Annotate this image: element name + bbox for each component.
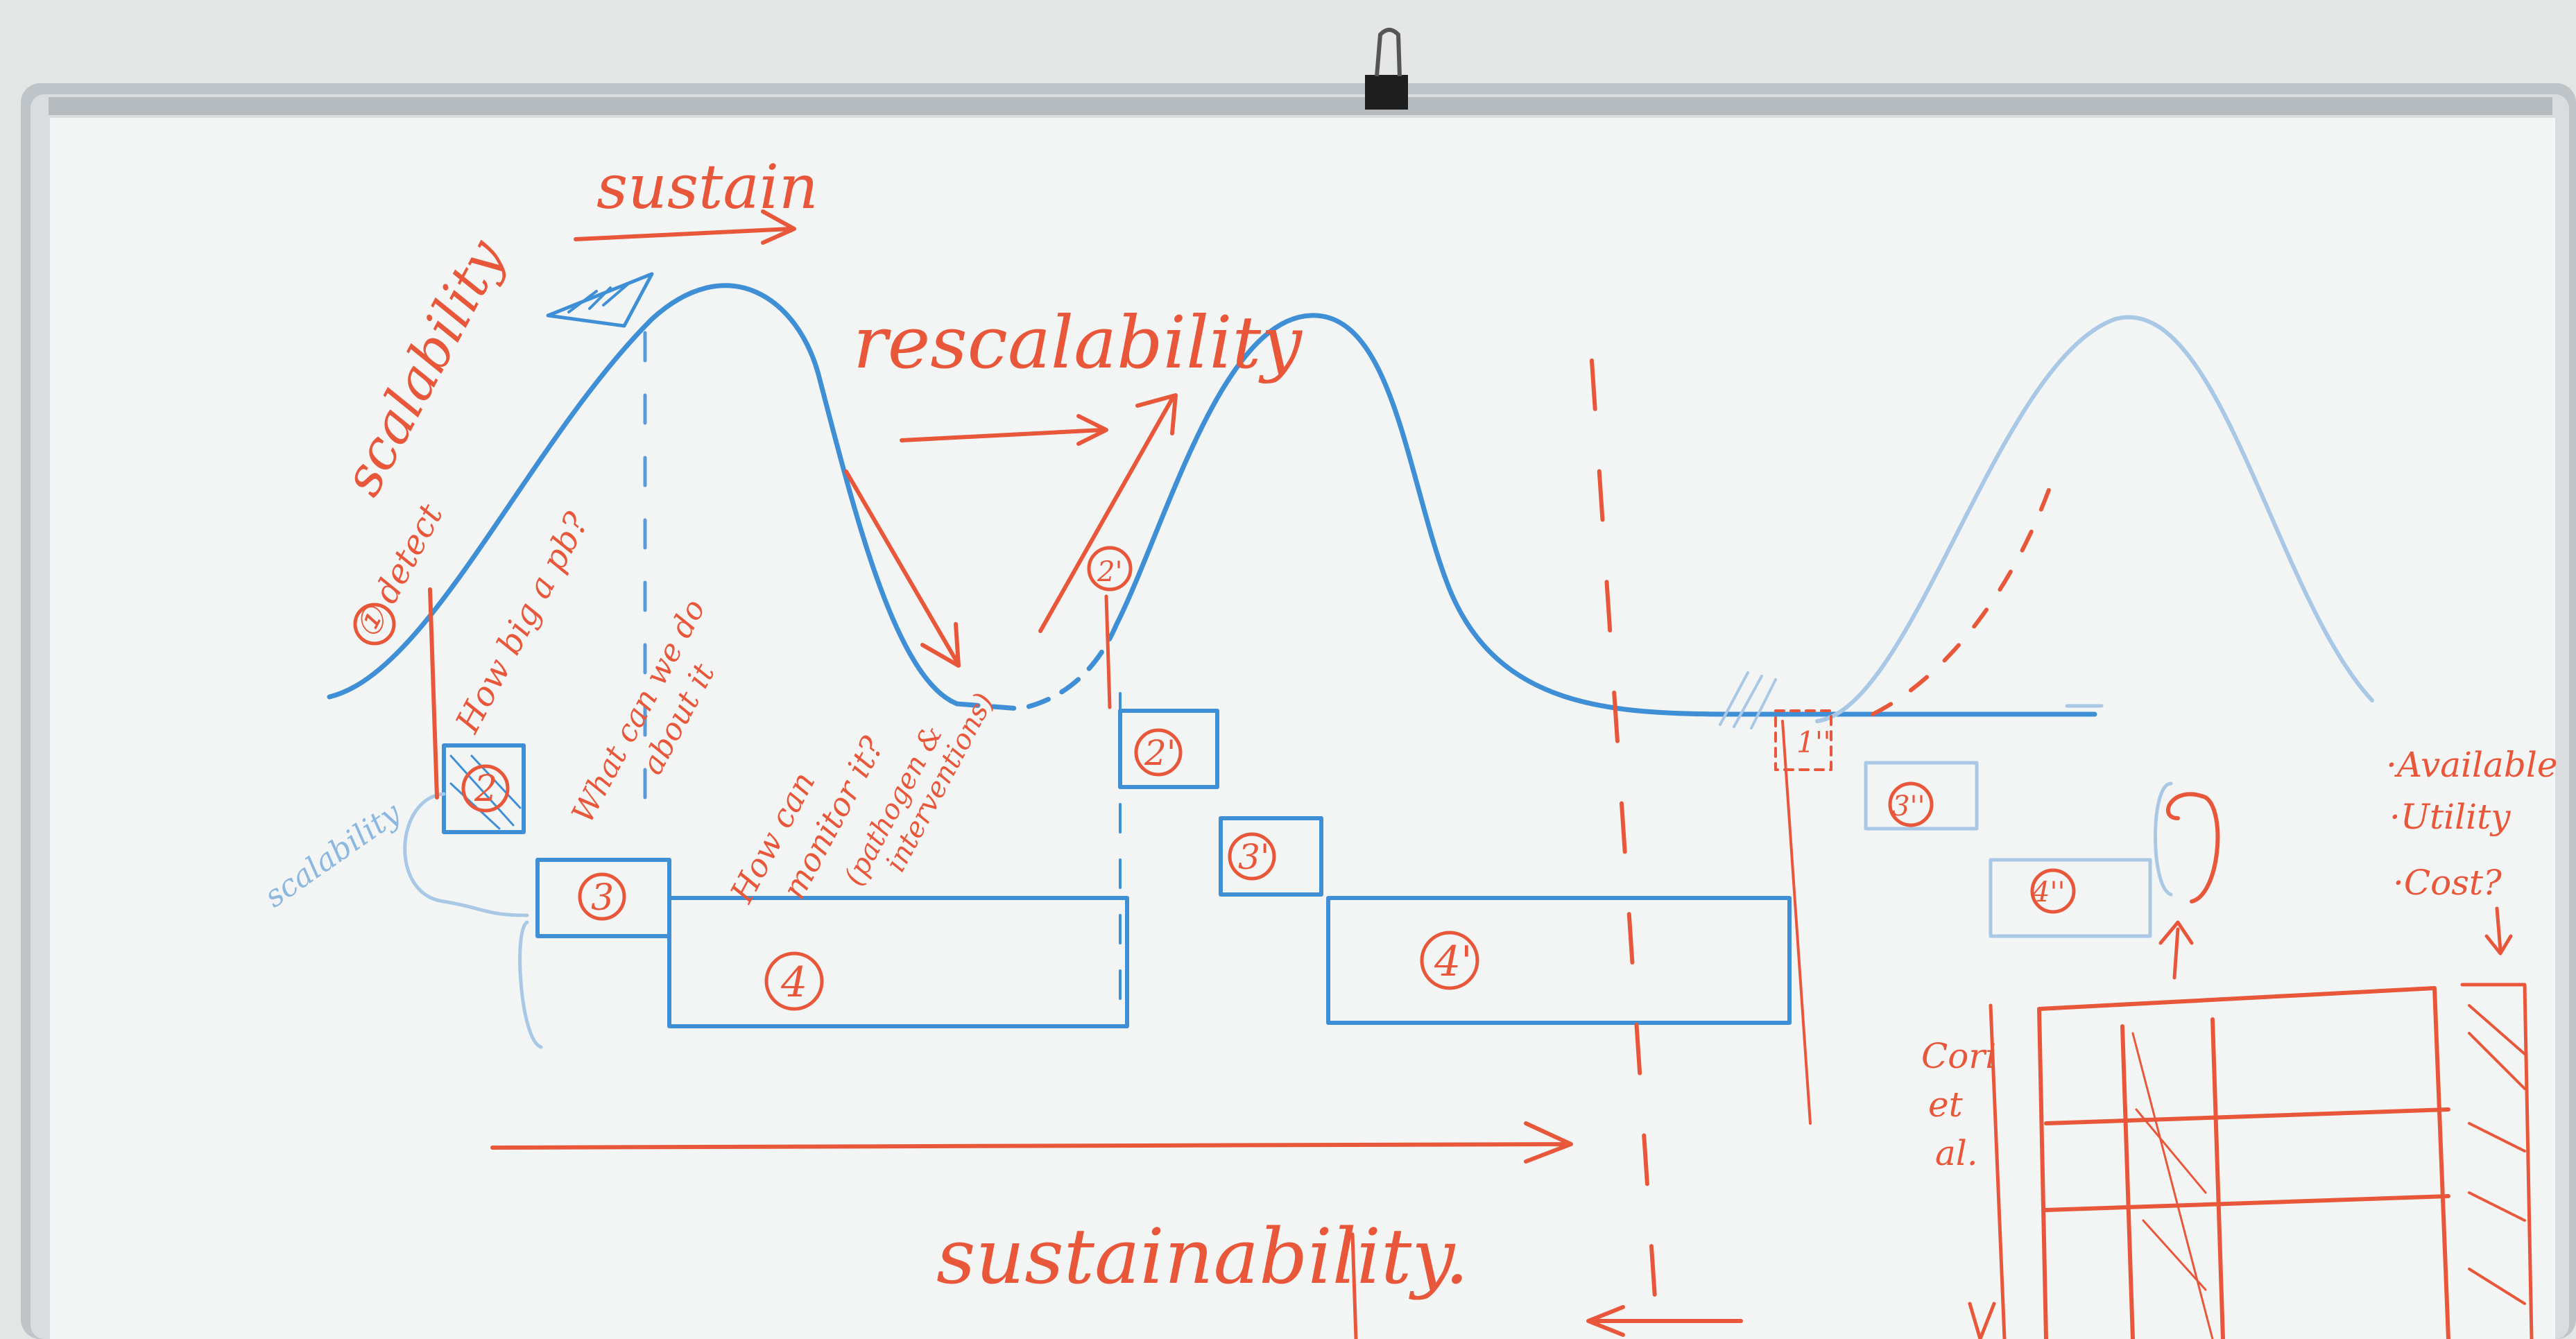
label-detect: ① detect [347,497,451,645]
box-3-double-prime [1864,761,1979,831]
down-arrow [844,469,961,668]
box-2-label: 2 [474,768,497,810]
circle-2-prime: 2' [1097,556,1122,588]
circle-4-double-prime: 4'' [2032,876,2065,908]
circle-3-double-prime: 3'' [1892,791,1925,822]
epidemic-curve-3 [1815,315,2374,723]
whiteboard-surface [50,118,2555,1339]
box-4-label: 4 [780,958,807,1007]
label-cori: Cori [1921,1036,1996,1076]
box-2-prime [1118,709,1219,789]
label-al: al. [1935,1133,1978,1173]
box-3-prime-label: 3' [1238,837,1270,877]
label-scalability: scalability [331,230,517,506]
divider-dashed [1590,358,1660,1339]
data-table [2037,986,2450,1339]
label-cost: ·Cost? [2393,863,2502,903]
epidemic-curve-1-dashed-trough [954,621,1119,711]
box-3-label: 3 [591,877,614,919]
label-rescalability: rescalability [853,300,1303,385]
up-arrow [1038,393,1178,633]
label-available: ·Available [2386,745,2557,785]
sustain-arrow [574,209,796,245]
label-sustain: sustain [596,151,818,223]
label-scalability-blue: scalability [258,795,408,915]
epidemic-curve-1 [327,283,960,707]
label-how-big: How big a pb? [448,506,596,740]
box-4 [667,896,1129,1028]
rescalability-arrow [900,414,1108,446]
detect-line [428,587,439,800]
box-4-prime-label: 4' [1434,938,1472,986]
box-4-double-prime [1989,858,2152,938]
label-sustainability: sustainability. [936,1212,1469,1301]
circle-1-double-prime: 1'' [1796,725,1831,759]
epidemic-curve-2 [1114,313,2097,717]
label-utility: ·Utility [2389,797,2511,837]
box-2-prime-label: 2' [1144,733,1176,773]
box-3-prime [1219,816,1323,897]
sustain-hatch [546,272,654,328]
binder-clip [1365,28,1408,110]
label-et: et [1928,1085,1964,1125]
sustainability-arrow [490,1121,1573,1164]
box-4-prime [1326,896,1792,1025]
box-2 [442,743,526,834]
